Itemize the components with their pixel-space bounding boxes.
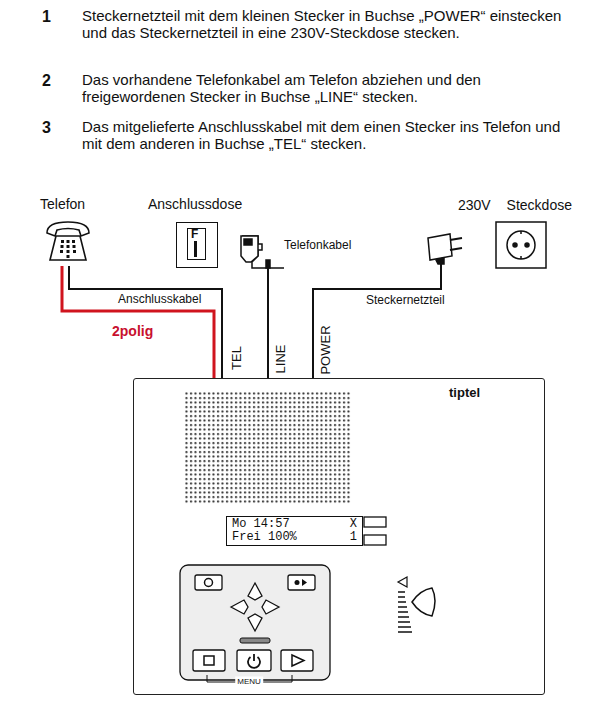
device-body xyxy=(180,392,435,682)
answering-machine: tiptel Mo 14:57 X Frei 100% 1 xyxy=(133,378,545,695)
brand-logo: tiptel xyxy=(449,386,480,400)
menu-label: MENU xyxy=(235,677,263,686)
port-label: LINE xyxy=(274,345,288,374)
node-heading: Telefon xyxy=(40,196,85,212)
step-number: 1 xyxy=(42,8,51,25)
power-adapter xyxy=(428,234,462,264)
phone-icon xyxy=(44,219,92,263)
cable-line xyxy=(69,266,222,378)
part-label: Steckernetzteil xyxy=(366,293,445,307)
cable-note: 2polig xyxy=(112,323,153,339)
display-text: X xyxy=(350,518,357,531)
port-label: TEL xyxy=(230,346,244,370)
jack-plate: F xyxy=(176,222,218,268)
part-label: Telefonkabel xyxy=(284,238,351,252)
part-label: 230V Steckdose xyxy=(458,197,572,213)
lcd-display: Mo 14:57 X Frei 100% 1 xyxy=(226,516,363,546)
jack-slot xyxy=(194,241,197,257)
instruction-text: Steckernetzteil mit dem kleinen Stecker … xyxy=(82,8,572,41)
step-number: 2 xyxy=(42,72,51,89)
step-number: 3 xyxy=(42,119,51,136)
jack-code: F xyxy=(191,227,198,241)
wall-jack: AnschlussdoseF xyxy=(148,196,258,272)
display-text: Mo 14:57 xyxy=(232,518,290,531)
node-heading: Anschlussdose xyxy=(148,196,242,212)
wires xyxy=(62,262,441,378)
cable-label: Anschlusskabel xyxy=(118,292,201,306)
telephone: Telefon xyxy=(40,196,98,266)
instruction-text: Das mitgelieferte Anschlusskabel mit dem… xyxy=(82,119,572,152)
display-text: Frei 100% xyxy=(232,531,297,544)
port-label: POWER xyxy=(319,325,333,374)
wall-socket xyxy=(496,222,546,268)
display-text: 1 xyxy=(350,531,357,544)
instruction-text: Das vorhandene Telefonkabel am Telefon a… xyxy=(82,72,572,105)
telephone-plug xyxy=(241,236,284,268)
